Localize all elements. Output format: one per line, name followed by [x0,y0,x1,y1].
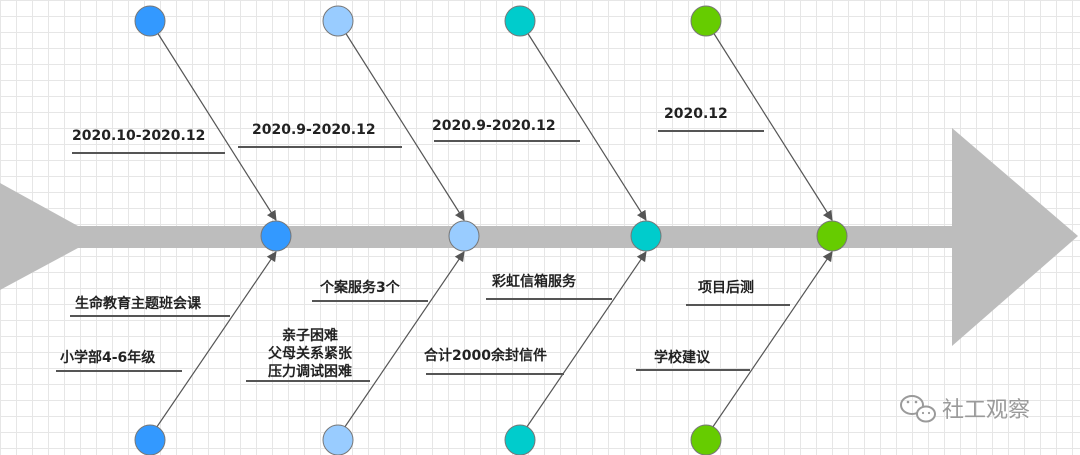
branch-3-top-label: 2020.9-2020.12 [432,118,556,134]
watermark: 社工观察 [900,395,1030,423]
branch-4: 2020.12 项目后测 学校建议 [636,5,848,455]
branch-1-bottom-label-2: 小学部4-6年级 [60,349,156,366]
branch-4-bottom-label-2: 学校建议 [654,349,711,366]
branch-2-top-label: 2020.9-2020.12 [252,122,376,138]
branch-3-top-connector [519,20,647,221]
branch-4-top-label: 2020.12 [664,106,728,122]
branch-1-top-label: 2020.10-2020.12 [72,128,205,144]
branch-4-bottom-connector [705,251,833,438]
branch-2: 2020.9-2020.12 个案服务3个 亲子困难 父母关系紧张 压力调试困难 [238,5,480,455]
branch-4-top-node [690,5,722,37]
branch-1-bottom-label-1: 生命教育主题班会课 [75,295,202,312]
branch-3-bottom-node [504,424,536,455]
branch-3-bottom-label-2: 合计2000余封信件 [424,347,547,364]
branch-2-bottom-label-3: 父母关系紧张 [267,345,353,362]
branch-3-spine-node [630,220,662,252]
branch-3-top-node [504,5,536,37]
branch-2-bottom-node [322,424,354,455]
branch-2-bottom-label-1: 个案服务3个 [319,279,401,296]
watermark-text: 社工观察 [942,398,1030,423]
branch-2-bottom-label-2: 亲子困难 [282,327,338,344]
branch-2-top-node [322,5,354,37]
branch-3-bottom-connector [519,251,647,438]
branch-1-top-connector [149,20,277,221]
branch-1: 2020.10-2020.12 生命教育主题班会课 小学部4-6年级 [56,5,292,455]
branch-1-spine-node [260,220,292,252]
branch-4-top-connector [705,20,833,221]
branch-2-top-connector [337,20,465,221]
branch-3-bottom-label-1: 彩虹信箱服务 [491,273,577,290]
branch-4-bottom-node [690,424,722,455]
branch-1-bottom-connector [149,251,277,438]
branch-4-spine-node [816,220,848,252]
branch-4-bottom-label-1: 项目后测 [698,279,754,296]
branch-3: 2020.9-2020.12 彩虹信箱服务 合计2000余封信件 [424,5,662,455]
wechat-icon [900,395,936,423]
branch-2-spine-node [448,220,480,252]
branch-2-bottom-label-4: 压力调试困难 [268,363,352,380]
spine-arrow [0,128,1078,346]
branch-1-bottom-node [134,424,166,455]
branch-1-top-node [134,5,166,37]
branch-2-bottom-connector [337,251,465,438]
